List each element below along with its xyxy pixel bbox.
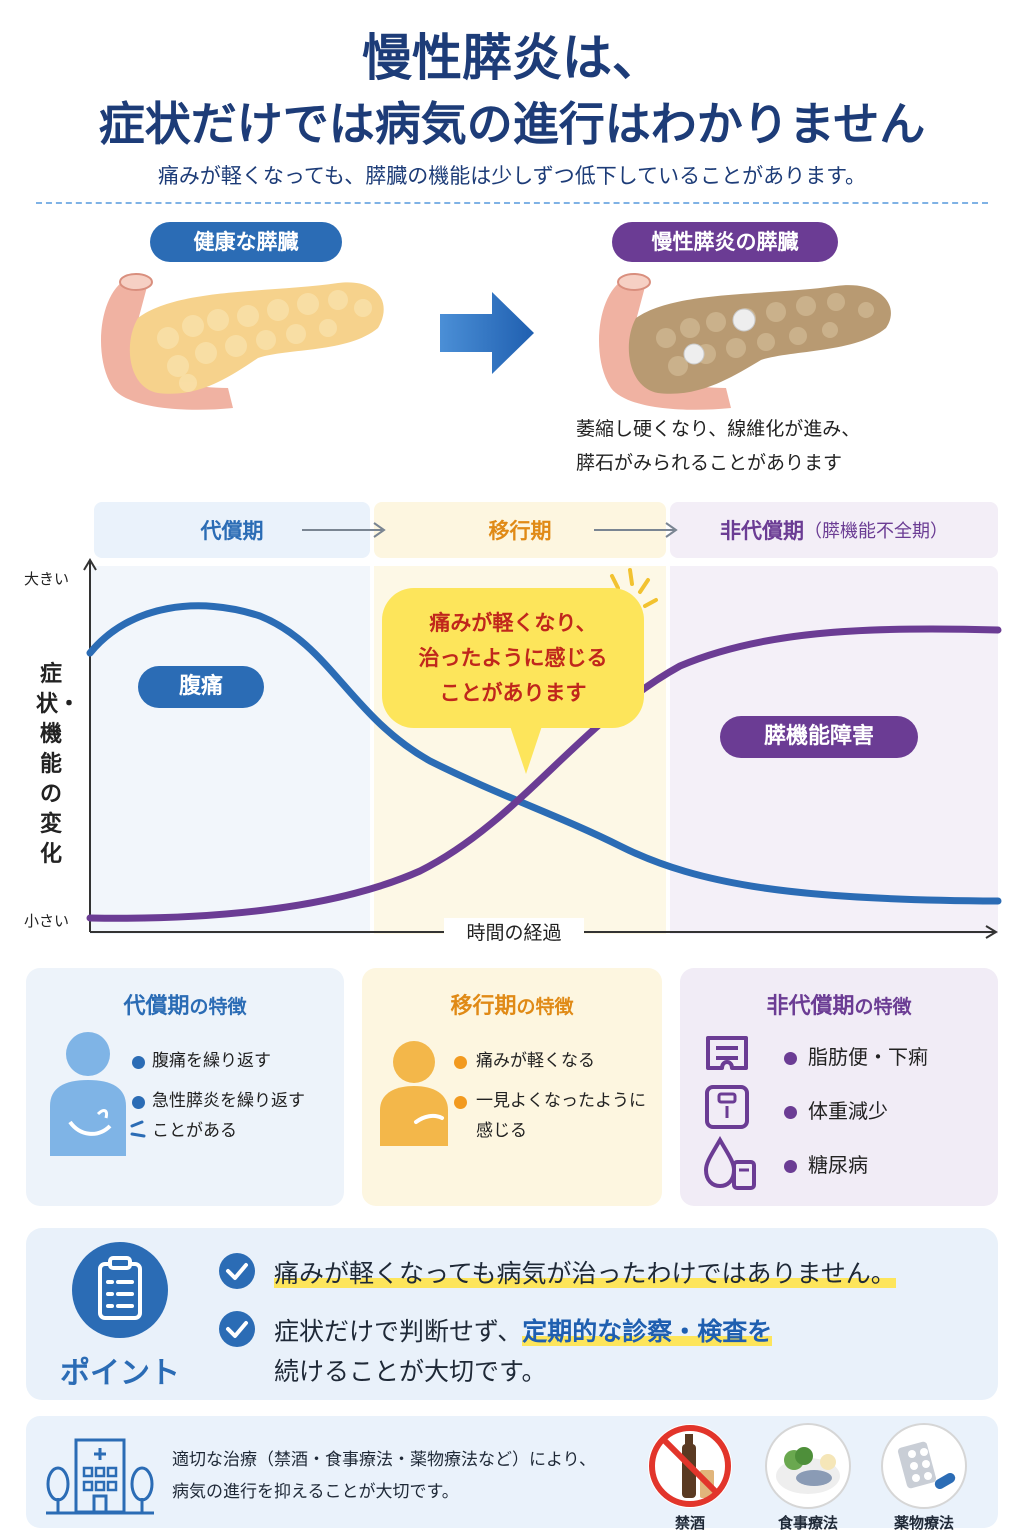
chronic-pancreas-caption: 萎縮し硬くなり、線維化が進み、 膵石がみられることがあります [576, 418, 861, 474]
card-decompensated: 非代償期の特徴 脂肪便・下痢 体重減少 糖尿病 [680, 968, 998, 1206]
bullet-dot [132, 1056, 145, 1069]
x-axis-title: 時間の経過 [444, 918, 584, 945]
point-line-3: 続けることが大切です。 [274, 1357, 547, 1386]
weight-scale-icon [705, 1085, 749, 1129]
chronic-pancreas-label: 慢性膵炎の膵臓 [612, 222, 838, 262]
treatment-item-label: 食事療法 [777, 1514, 838, 1532]
x-axis-arrowhead [985, 925, 998, 939]
chronic-pancreas-illustration [599, 273, 891, 410]
person-abdominal-pain-icon [50, 1032, 146, 1156]
card-transition: 移行期の特徴 痛みが軽くなる 一見よくなったように 感じる [362, 968, 662, 1206]
speech-bubble-tail [510, 726, 542, 774]
point-line-1: 痛みが軽くなっても病気が治ったわけではありません。 [274, 1259, 896, 1288]
card-item: ことがある [152, 1121, 237, 1141]
hospital-icon [46, 1438, 154, 1515]
phase-arrow-icon [302, 522, 386, 538]
card-item: 糖尿病 [808, 1153, 868, 1177]
treatment-text: 適切な治療（禁酒・食事療法・薬物療法など）により、 病気の進行を抑えることが大切… [172, 1450, 596, 1502]
y-axis-low-label: 小さい [24, 912, 70, 930]
no-alcohol-icon [648, 1424, 732, 1508]
card-item: 腹痛を繰り返す [152, 1051, 271, 1071]
y-axis-arrowhead [83, 558, 97, 571]
y-axis-high-label: 大きい [24, 570, 70, 588]
point-section [26, 1228, 998, 1400]
treatment-item-label: 薬物療法 [893, 1514, 954, 1532]
blood-glucose-icon [703, 1136, 756, 1190]
card-item: 急性膵炎を繰り返す [152, 1091, 305, 1111]
bullet-dot [132, 1096, 145, 1109]
page-title-line2: 症状だけでは病気の進行はわかりません [98, 97, 926, 151]
treatment-item-label: 禁酒 [674, 1514, 705, 1532]
bullet-dot [454, 1056, 467, 1069]
card-item: 痛みが軽くなる [476, 1051, 595, 1071]
diet-meal-icon [765, 1423, 851, 1509]
bullet-dot [454, 1096, 467, 1109]
healthy-pancreas-illustration [101, 273, 384, 410]
speech-bubble: 痛みが軽くなり、 治ったように感じる ことがあります [382, 588, 644, 728]
check-circle-icon [219, 1253, 255, 1289]
medicine-pills-icon [881, 1423, 967, 1509]
y-axis-title: 症状・機能の変化 [36, 662, 81, 867]
dysfunction-curve [86, 625, 1002, 922]
clipboard-checklist-icon [72, 1242, 168, 1338]
pain-curve-label: 腹痛 [138, 666, 264, 708]
card-compensated: 代償期の特徴 腹痛を繰り返す 急性膵炎を繰り返す ことがある [26, 968, 344, 1206]
phase-decompensated-header: 非代償期（膵機能不全期） [670, 502, 998, 558]
check-circle-icon [219, 1311, 255, 1347]
header-divider [36, 202, 988, 204]
page-title-line1: 慢性膵炎は、 [362, 29, 662, 87]
bullet-dot [784, 1052, 797, 1065]
bullet-dot [784, 1160, 797, 1173]
point-line-2: 症状だけで判断せず、定期的な診察・検査を [274, 1317, 773, 1346]
card-item: 脂肪便・下痢 [808, 1045, 928, 1069]
person-relieved-icon [380, 1041, 448, 1146]
point-label: ポイント [60, 1356, 180, 1391]
card-item: 感じる [476, 1121, 527, 1141]
phase-arrow-icon [594, 522, 678, 538]
dysfunction-curve-label: 膵機能障害 [720, 716, 918, 758]
sparkle-icon [610, 568, 658, 608]
phase-compensated-band [90, 566, 370, 934]
pain-curve [86, 602, 1002, 905]
card-item: 一見よくなったように [476, 1091, 646, 1111]
bullet-dot [784, 1106, 797, 1119]
phase-compensated-header: 代償期 [94, 502, 370, 558]
intestine-icon [706, 1036, 748, 1070]
card-item: 体重減少 [808, 1099, 888, 1123]
healthy-pancreas-label: 健康な膵臓 [150, 222, 342, 262]
page-subtitle: 痛みが軽くなっても、膵臓の機能は少しずつ低下していることがあります。 [157, 164, 867, 188]
arrow-right-icon [440, 292, 534, 374]
